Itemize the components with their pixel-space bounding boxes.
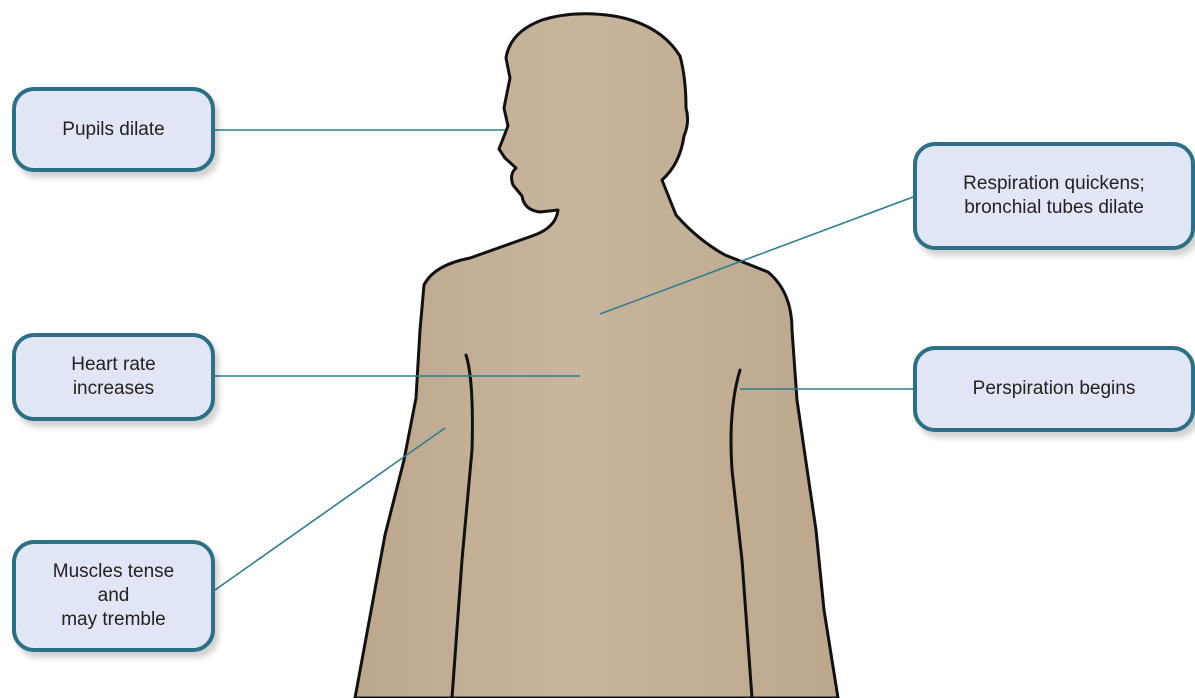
callout-pupils-dilate: Pupils dilate [12, 87, 215, 172]
callout-muscles-tense: Muscles tense and may tremble [12, 540, 215, 652]
callout-text-line: increases [71, 377, 155, 401]
body-silhouette [355, 14, 838, 698]
callout-perspiration: Perspiration begins [913, 346, 1195, 432]
callout-respiration: Respiration quickens; bronchial tubes di… [913, 142, 1195, 250]
callout-text-line: Pupils dilate [62, 118, 164, 142]
callout-text-line: may tremble [53, 608, 174, 632]
callout-text-line: Perspiration begins [973, 377, 1136, 401]
callout-heart-rate: Heart rate increases [12, 333, 215, 421]
callout-text-line: Muscles tense [53, 560, 174, 584]
callout-text-line: Heart rate [71, 353, 155, 377]
callout-text-line: Respiration quickens; [963, 172, 1145, 196]
callout-text-line: bronchial tubes dilate [963, 196, 1145, 220]
callout-text-line: and [53, 584, 174, 608]
